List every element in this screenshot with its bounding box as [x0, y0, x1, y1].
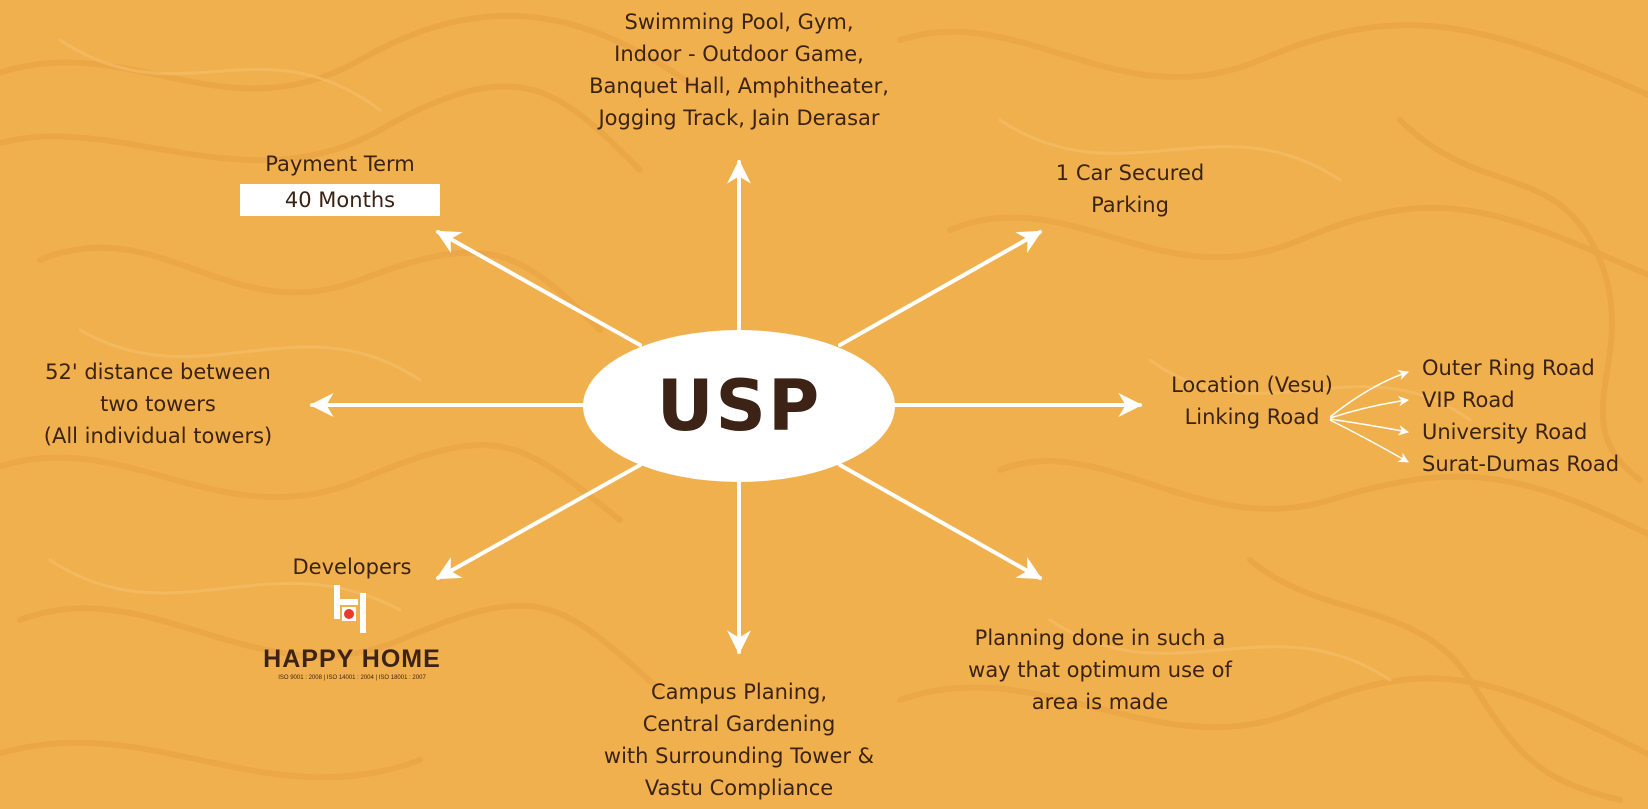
parking-line: 1 Car Secured: [1055, 161, 1205, 185]
campus-line: Vastu Compliance: [644, 776, 834, 800]
usp-hub: USP: [583, 330, 895, 482]
planning-line: area is made: [1031, 690, 1169, 714]
logo-iso: ISO 9001 : 2008 | ISO 14001 : 2004 | ISO…: [278, 675, 426, 681]
planning-label: Planning done in such a way that optimum…: [955, 622, 1245, 718]
arrow-road-1: [1329, 370, 1409, 418]
arrow-up-left: [435, 230, 642, 347]
arrow-road-2: [1329, 396, 1410, 419]
campus-line: Central Gardening: [642, 712, 836, 736]
campus-line: with Surrounding Tower &: [603, 744, 875, 768]
roads-list: Outer Ring Road VIP Road University Road…: [1422, 352, 1632, 480]
developers-title: Developers: [292, 555, 412, 579]
amenities-line: Banquet Hall, Amphitheater,: [589, 74, 889, 98]
arrow-up-right: [838, 230, 1043, 347]
campus-line: Campus Planing,: [650, 680, 828, 704]
happy-home-logo: HAPPY HOME ISO 9001 : 2008 | ISO 14001 :…: [262, 585, 442, 685]
road-item: VIP Road: [1422, 388, 1515, 412]
hub-label: USP: [656, 365, 822, 447]
amenities-line: Indoor - Outdoor Game,: [614, 42, 864, 66]
payment-term-title: Payment Term: [265, 152, 415, 176]
parking-label: 1 Car Secured Parking: [1030, 157, 1230, 221]
location-line: Linking Road: [1184, 405, 1320, 429]
arrow-road-3: [1329, 418, 1410, 436]
amenities-line: Swimming Pool, Gym,: [624, 10, 854, 34]
happy-home-logo-icon: [334, 585, 366, 633]
arrow-down-left: [435, 463, 642, 580]
payment-term-label: Payment Term 40 Months: [240, 148, 440, 216]
tower-distance-line: two towers: [100, 392, 216, 416]
tower-distance-line: 52' distance between: [45, 360, 271, 384]
logo-name: HAPPY HOME: [263, 645, 441, 673]
tower-distance-line: (All individual towers): [43, 424, 273, 448]
planning-line: way that optimum use of: [968, 658, 1232, 682]
planning-line: Planning done in such a: [974, 626, 1226, 650]
road-item: Surat-Dumas Road: [1422, 452, 1620, 476]
payment-term-value: 40 Months: [240, 184, 440, 216]
amenities-label: Swimming Pool, Gym, Indoor - Outdoor Gam…: [559, 6, 919, 134]
campus-label: Campus Planing, Central Gardening with S…: [569, 676, 909, 804]
road-item: Outer Ring Road: [1422, 356, 1595, 380]
parking-line: Parking: [1091, 193, 1169, 217]
amenities-line: Jogging Track, Jain Derasar: [598, 106, 880, 130]
road-item: University Road: [1422, 420, 1588, 444]
tower-distance-label: 52' distance between two towers (All ind…: [28, 356, 288, 452]
arrow-down-right: [838, 463, 1043, 580]
arrow-road-4: [1329, 419, 1409, 463]
location-label: Location (Vesu) Linking Road: [1160, 369, 1344, 433]
location-line: Location (Vesu): [1171, 373, 1333, 397]
